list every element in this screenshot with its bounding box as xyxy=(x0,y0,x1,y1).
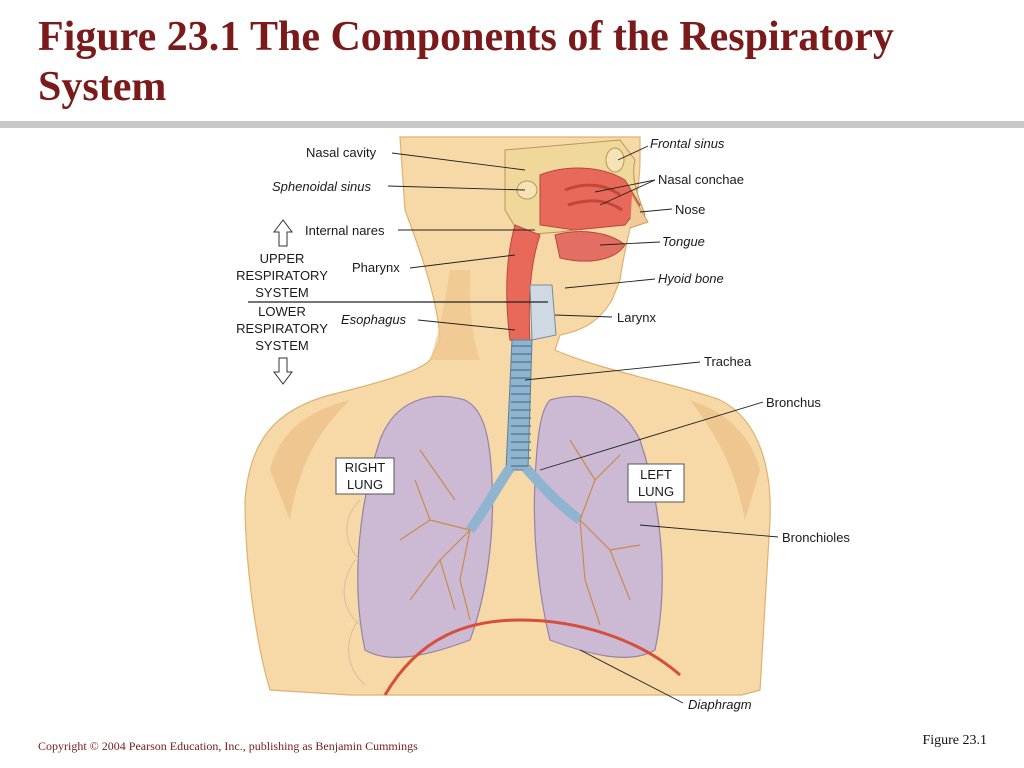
label-tongue: Tongue xyxy=(662,234,705,249)
upper-system-line-1: UPPER xyxy=(260,251,305,266)
right-lung-label-box xyxy=(335,457,395,495)
label-nasal-conchae: Nasal conchae xyxy=(658,172,744,187)
lower-system-line-2: RESPIRATORY xyxy=(236,321,328,336)
label-diaphragm: Diaphragm xyxy=(688,697,752,712)
shoulder-shadow-right xyxy=(690,400,760,520)
trachea-rings xyxy=(511,345,531,467)
body-silhouette xyxy=(244,136,771,696)
bronchus-left xyxy=(465,465,515,533)
figure-reference: Figure 23.1 xyxy=(922,733,987,748)
label-nose: Nose xyxy=(675,202,705,217)
label-esophagus: Esophagus xyxy=(341,312,407,327)
upper-system-line-2: RESPIRATORY xyxy=(236,268,328,283)
label-bronchus: Bronchus xyxy=(766,395,821,410)
leader-lines xyxy=(387,145,779,704)
rib-lines xyxy=(343,499,366,686)
lower-arrow-icon xyxy=(273,357,293,385)
lower-system-line-1: LOWER xyxy=(258,304,306,319)
label-internal-nares: Internal nares xyxy=(305,223,385,238)
upper-arrow-icon xyxy=(273,219,293,247)
left-lung-label-box xyxy=(627,463,685,503)
slide-title: Figure 23.1 The Components of the Respir… xyxy=(38,14,894,110)
right-lung-label-line-1: RIGHT xyxy=(345,460,386,475)
upper-system-line-3: SYSTEM xyxy=(255,285,308,300)
right-lung-label-line-2: LUNG xyxy=(347,477,383,492)
left-lung-label-line-1: LEFT xyxy=(640,467,672,482)
label-frontal-sinus: Frontal sinus xyxy=(650,136,725,151)
title-divider xyxy=(0,121,1024,128)
neck-shadow xyxy=(430,270,480,360)
nasal-conchae-shape xyxy=(564,183,623,212)
trachea-group xyxy=(505,339,533,471)
tongue-shape xyxy=(554,231,626,262)
label-bronchioles: Bronchioles xyxy=(782,530,850,545)
label-trachea: Trachea xyxy=(704,354,752,369)
diaphragm-shape xyxy=(383,618,681,696)
left-lung-label-line-2: LUNG xyxy=(638,484,674,499)
bronchiole-tree xyxy=(399,439,641,626)
label-larynx: Larynx xyxy=(617,310,657,325)
label-hyoid-bone: Hyoid bone xyxy=(658,271,724,286)
nose-shape xyxy=(629,194,649,229)
lower-system-line-3: SYSTEM xyxy=(255,338,308,353)
copyright-notice: Copyright © 2004 Pearson Education, Inc.… xyxy=(38,739,418,753)
bronchus-right xyxy=(522,464,584,524)
label-sphenoidal-sinus: Sphenoidal sinus xyxy=(272,179,372,194)
larynx-shape xyxy=(529,284,557,341)
frontal-sinus-shape xyxy=(605,147,625,173)
shoulder-shadow-left xyxy=(270,400,350,520)
label-pharynx: Pharynx xyxy=(352,260,400,275)
label-nasal-cavity: Nasal cavity xyxy=(306,145,377,160)
head-section xyxy=(504,139,649,262)
nasal-cavity-shape xyxy=(539,167,641,231)
